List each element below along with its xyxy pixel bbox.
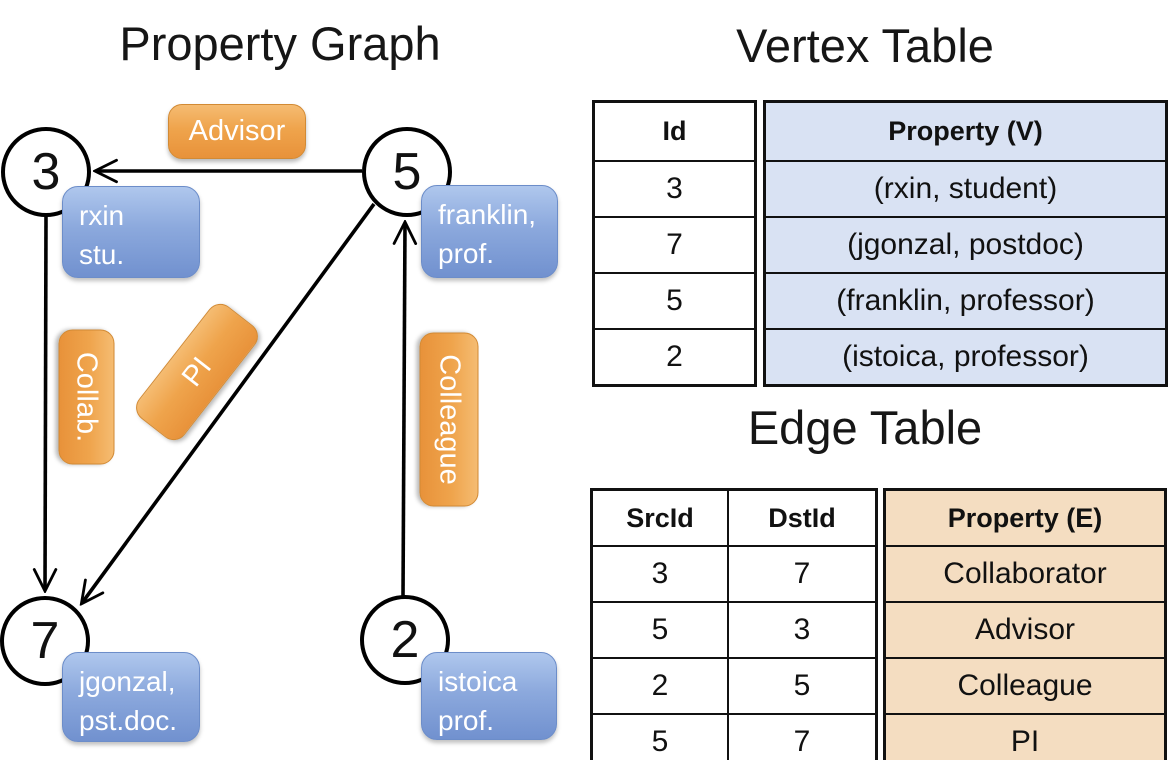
edge-src-cell: 3: [590, 545, 729, 603]
node-label-franklin: franklin, prof.: [421, 185, 558, 278]
vertex-property-cell: (franklin, professor): [763, 272, 1168, 330]
vertex-table-id-column: Id 3 7 5 2: [592, 100, 757, 387]
edge-pi-5-to-7: [82, 202, 376, 603]
edge-property-cell: Advisor: [883, 601, 1167, 659]
vertex-node-3-id: 3: [31, 143, 61, 201]
node-label-istoica: istoica prof.: [421, 652, 557, 740]
edge-dst-cell: 7: [727, 713, 878, 760]
property-graph-title: Property Graph: [119, 17, 441, 70]
vertex-property-cell: (istoica, professor): [763, 328, 1168, 387]
edge-dst-cell: 7: [727, 545, 878, 603]
edge-dst-cell: 3: [727, 601, 878, 659]
node-label-jgonzal-line1: jgonzal,: [79, 666, 176, 697]
node-label-rxin-line2: stu.: [79, 238, 125, 270]
node-label-franklin-line2: prof.: [438, 237, 495, 269]
edge-property-cell: Collaborator: [883, 545, 1167, 603]
edge-table-title: Edge Table: [747, 401, 983, 454]
node-label-istoica-line1: istoica: [438, 666, 518, 697]
edge-property-cell: PI: [883, 713, 1167, 760]
node-label-jgonzal: jgonzal, pst.doc.: [62, 652, 200, 742]
vertex-table-title: Vertex Table: [736, 19, 994, 72]
vertex-id-cell: 2: [592, 328, 757, 387]
vertex-table-property-column: Property (V) (rxin, student) (jgonzal, p…: [763, 100, 1168, 387]
edge-colleague-2-to-5: [403, 223, 405, 598]
vertex-table-header-id: Id: [592, 100, 757, 162]
edge-table-src-dst-columns: SrcId DstId 3 7 5 3 2 5 5 7: [590, 488, 878, 760]
edge-src-cell: 2: [590, 657, 729, 715]
vertex-id-cell: 3: [592, 160, 757, 218]
edge-src-cell: 5: [590, 601, 729, 659]
vertex-node-2: 2: [360, 595, 450, 685]
node-label-franklin-line1: franklin,: [438, 199, 537, 230]
edge-label-colleague: Colleague: [419, 332, 479, 507]
vertex-id-cell: 5: [592, 272, 757, 330]
edge-table-header-srcid: SrcId: [590, 488, 729, 547]
vertex-table-header-property: Property (V): [763, 100, 1168, 162]
graph-edges-layer: [0, 0, 580, 760]
edge-label-advisor: Advisor: [168, 104, 306, 159]
edge-dst-cell: 5: [727, 657, 878, 715]
vertex-property-cell: (jgonzal, postdoc): [763, 216, 1168, 274]
node-label-jgonzal-line2: pst.doc.: [79, 704, 178, 736]
edge-collab-3-to-7: [45, 215, 46, 590]
edge-table-property-column: Property (E) Collaborator Advisor Collea…: [883, 488, 1167, 760]
node-label-rxin-line1: rxin: [79, 200, 125, 231]
vertex-node-2-id: 2: [390, 611, 420, 669]
node-label-istoica-line2: prof.: [438, 704, 495, 736]
edge-label-collab: Collab.: [58, 329, 115, 465]
vertex-id-cell: 7: [592, 216, 757, 274]
edge-property-cell: Colleague: [883, 657, 1167, 715]
vertex-node-7-id: 7: [30, 612, 60, 670]
edge-table-header-property: Property (E): [883, 488, 1167, 547]
node-label-rxin: rxin stu.: [62, 186, 200, 278]
edge-table-header-dstid: DstId: [727, 488, 878, 547]
vertex-node-5: 5: [362, 127, 452, 217]
vertex-property-cell: (rxin, student): [763, 160, 1168, 218]
edge-src-cell: 5: [590, 713, 729, 760]
vertex-node-5-id: 5: [392, 143, 422, 201]
